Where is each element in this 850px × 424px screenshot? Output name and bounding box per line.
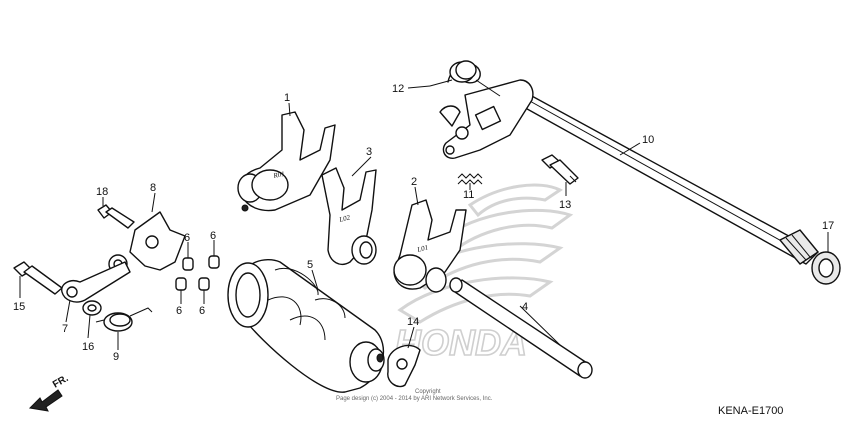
part-7-link-plate bbox=[61, 261, 131, 303]
callout-2: 2 bbox=[411, 176, 417, 188]
diagram-reference-code: KENA-E1700 bbox=[718, 405, 783, 417]
callout-1: 1 bbox=[284, 92, 290, 104]
front-label: FR. bbox=[51, 373, 71, 391]
callout-6c: 6 bbox=[176, 305, 182, 317]
callout-labels: 1 2 3 4 5 6 6 6 6 7 8 9 10 11 12 13 14 1… bbox=[13, 83, 834, 363]
part-15-bolt bbox=[13, 261, 63, 295]
part-18-bolt bbox=[97, 204, 135, 229]
callout-15: 15 bbox=[13, 301, 25, 313]
callout-16: 16 bbox=[82, 341, 94, 353]
fork-3-stamp: L02 bbox=[337, 213, 351, 224]
callout-17: 17 bbox=[822, 220, 834, 232]
copyright-line-1: Copyright bbox=[415, 389, 441, 395]
callout-4: 4 bbox=[522, 301, 528, 313]
fork-1-stamp: R01 bbox=[272, 170, 286, 180]
part-17-oil-seal bbox=[811, 251, 841, 285]
front-direction-arrow: FR. bbox=[28, 373, 71, 412]
part-6-dowel-pins bbox=[175, 255, 220, 291]
callout-5: 5 bbox=[307, 259, 313, 271]
callout-13: 13 bbox=[559, 199, 571, 211]
part-2-shift-fork-left: L01 bbox=[393, 199, 467, 293]
part-5-shift-drum bbox=[227, 258, 385, 393]
callout-6b: 6 bbox=[210, 230, 216, 242]
part-12-spring bbox=[429, 60, 501, 97]
part-4-fork-shaft bbox=[449, 277, 593, 379]
callout-7: 7 bbox=[62, 323, 68, 335]
copyright-line-2: Page design (c) 2004 - 2014 by ARI Netwo… bbox=[336, 396, 493, 402]
callout-14: 14 bbox=[407, 316, 419, 328]
callout-8: 8 bbox=[150, 182, 156, 194]
callout-18: 18 bbox=[96, 186, 108, 198]
part-16-washer bbox=[82, 300, 102, 316]
part-3-shift-fork: L02 bbox=[321, 167, 377, 266]
fork-2-stamp: L01 bbox=[415, 243, 429, 254]
callout-12: 12 bbox=[392, 83, 404, 95]
callout-11: 11 bbox=[463, 189, 474, 201]
callout-6a: 6 bbox=[184, 232, 190, 244]
callout-3: 3 bbox=[366, 146, 372, 158]
callout-6d: 6 bbox=[199, 305, 205, 317]
part-13-pin-bolt bbox=[541, 154, 579, 185]
part-9-return-spring bbox=[95, 307, 153, 332]
part-14-stopper-plate bbox=[387, 344, 421, 388]
part-10-shift-shaft bbox=[439, 79, 819, 265]
part-11-small-spring bbox=[457, 173, 483, 185]
callout-9: 9 bbox=[113, 351, 119, 363]
leader-lines bbox=[19, 85, 829, 350]
callout-10: 10 bbox=[642, 134, 654, 146]
part-1-shift-fork-right: R01 bbox=[237, 111, 336, 212]
